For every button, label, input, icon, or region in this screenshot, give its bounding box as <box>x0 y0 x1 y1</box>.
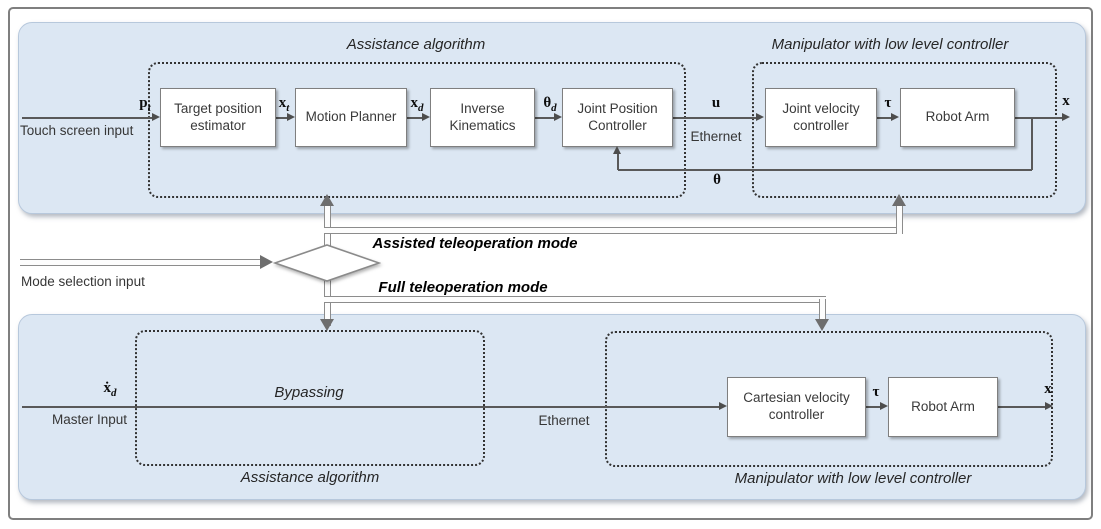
assisted-pipe-horizontal <box>324 227 902 234</box>
signal-sub: d <box>111 387 117 399</box>
signal-label-theta-feedback: θ <box>699 172 735 189</box>
signal-base: u <box>711 95 721 111</box>
bottom-manipulator-dashed-box <box>605 331 1053 467</box>
block-robot-arm-top: Robot Arm <box>900 88 1015 147</box>
full-mode-label: Full teleoperation mode <box>378 279 548 296</box>
flow-line-x-output-top <box>1015 117 1064 119</box>
feedback-line-theta <box>618 169 1032 171</box>
flow-line-touch-input <box>22 117 153 119</box>
touch-screen-input-caption: Touch screen input <box>20 123 134 138</box>
signal-label-xdot-d: ẋd <box>92 380 128 399</box>
signal-label-xt: xt <box>266 95 302 114</box>
flow-line-master-input <box>22 406 720 408</box>
signal-label-theta-d: θd <box>532 95 568 114</box>
block-robot-arm-bottom: Robot Arm <box>888 377 998 437</box>
flow-line-x-output-bottom <box>998 406 1047 408</box>
assisted-pipe-vertical-diamond <box>324 203 331 246</box>
signal-sub: t <box>147 102 151 114</box>
bottom-assistance-dashed-box <box>135 330 485 466</box>
signal-base: τ <box>884 95 892 111</box>
bottom-manipulator-title: Manipulator with low level controller <box>734 470 972 487</box>
arrowhead <box>152 113 160 121</box>
bottom-assistance-title: Assistance algorithm <box>240 469 380 486</box>
block-cartesian-velocity-controller: Cartesian velocity controller <box>727 377 866 437</box>
top-assistance-title: Assistance algorithm <box>346 36 486 53</box>
arrowhead <box>756 113 764 121</box>
mode-decision-diamond <box>273 244 381 282</box>
mode-selection-caption: Mode selection input <box>21 274 145 289</box>
feedback-line-drop <box>1031 118 1033 170</box>
signal-base: x <box>278 95 287 111</box>
signal-base: θ <box>713 172 721 188</box>
signal-label-x-top: x <box>1048 93 1084 110</box>
master-input-caption: Master Input <box>52 412 128 427</box>
arrowhead <box>1062 113 1070 121</box>
signal-base: x <box>1044 381 1052 397</box>
top-assistance-dashed-box <box>148 62 686 198</box>
signal-sub: d <box>551 102 557 114</box>
pipe-arrowhead <box>815 319 829 331</box>
pipe-arrowhead <box>320 194 334 206</box>
arrowhead <box>422 113 430 121</box>
assisted-pipe-rise <box>896 203 903 234</box>
block-motion-planner: Motion Planner <box>295 88 407 147</box>
signal-sub: d <box>418 102 424 114</box>
mode-selection-pipe <box>20 259 262 266</box>
arrowhead <box>1045 402 1053 410</box>
arrowhead <box>719 402 727 410</box>
full-pipe-drop <box>819 299 826 323</box>
bypassing-label: Bypassing <box>274 384 344 401</box>
ethernet-label-top: Ethernet <box>690 129 742 144</box>
full-pipe-horizontal <box>324 296 826 303</box>
signal-label-u: u <box>698 95 734 112</box>
flow-line-tau-bottom <box>866 406 882 408</box>
pipe-arrowhead <box>320 319 334 331</box>
flow-line-u-ethernet <box>673 117 758 119</box>
flow-line-theta-d <box>535 117 556 119</box>
signal-label-x-bottom: x <box>1030 381 1066 398</box>
signal-label-pt: pt <box>127 95 163 114</box>
signal-base: x <box>1062 93 1070 109</box>
signal-base: τ <box>872 384 880 400</box>
signal-label-tau-top: τ <box>872 95 904 112</box>
signal-base: x <box>410 95 419 111</box>
ethernet-label-bottom: Ethernet <box>538 413 590 428</box>
pipe-arrowhead <box>892 194 906 206</box>
arrowhead <box>880 402 888 410</box>
signal-base: ẋ <box>103 380 112 396</box>
assisted-mode-label: Assisted teleoperation mode <box>372 235 578 252</box>
flow-line-tau-top <box>877 117 893 119</box>
full-pipe-vertical-diamond <box>324 280 331 326</box>
block-target-position-estimator: Target position estimator <box>160 88 276 147</box>
arrowhead <box>613 146 621 154</box>
arrowhead <box>287 113 295 121</box>
arrowhead <box>891 113 899 121</box>
signal-base: p <box>139 95 148 111</box>
top-manipulator-title: Manipulator with low level controller <box>771 36 1009 53</box>
pipe-arrowhead <box>260 255 273 269</box>
block-inverse-kinematics: Inverse Kinematics <box>430 88 535 147</box>
signal-sub: t <box>286 102 290 114</box>
signal-base: θ <box>543 95 552 111</box>
block-joint-position-controller: Joint Position Controller <box>562 88 673 147</box>
feedback-line-rise <box>617 153 619 170</box>
flow-line-xt <box>276 117 289 119</box>
signal-label-xd: xd <box>399 95 435 114</box>
flow-line-xd <box>407 117 424 119</box>
signal-label-tau-bottom: τ <box>860 384 892 401</box>
block-joint-velocity-controller: Joint velocity controller <box>765 88 877 147</box>
arrowhead <box>554 113 562 121</box>
